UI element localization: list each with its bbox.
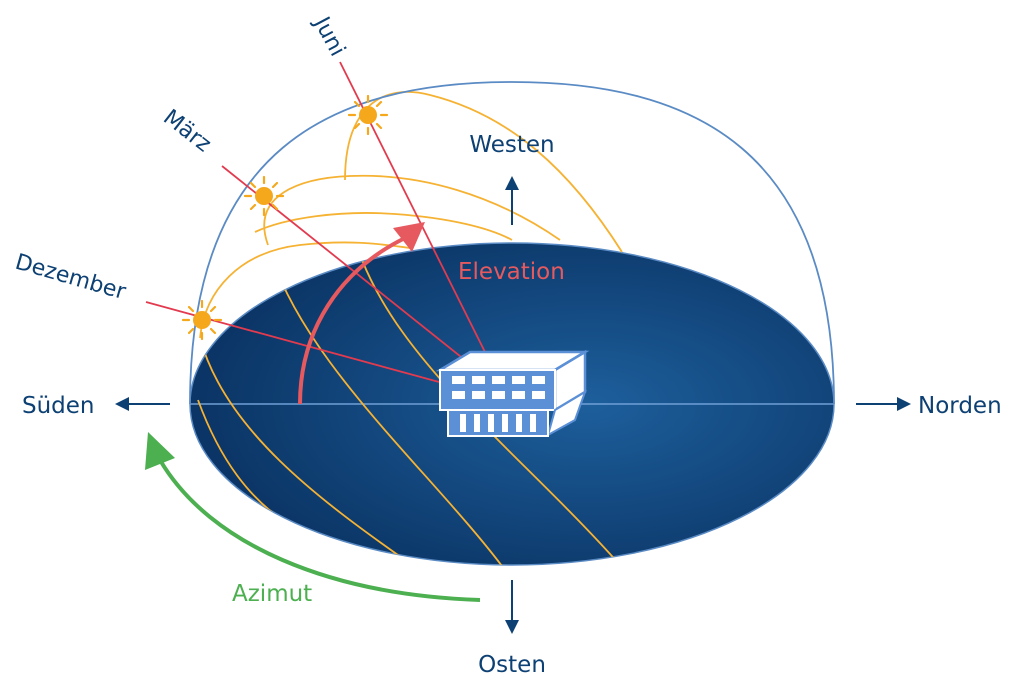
- sun-path-june-sky: [344, 91, 623, 253]
- arrow-icon-south: [115, 397, 170, 411]
- sun-path-december-sky-2: [254, 212, 513, 241]
- label-month-march: März: [158, 105, 215, 157]
- ray-march: [221, 165, 506, 393]
- label-east: Osten: [478, 652, 546, 678]
- sun-icons: [181, 94, 389, 341]
- building-icon: [435, 349, 590, 438]
- sun-path-december-ground: [199, 337, 406, 561]
- arrow-icon-north: [856, 397, 911, 411]
- label-elevation: Elevation: [458, 259, 565, 285]
- label-month-december: Dezember: [12, 250, 129, 306]
- sun-path-december-sky: [199, 241, 411, 339]
- elevation-arrow: [298, 222, 425, 405]
- azimuth-arrow: [145, 432, 481, 602]
- sun-icon-june: [347, 94, 389, 136]
- label-south: Süden: [22, 393, 95, 419]
- direction-arrows: [115, 176, 911, 634]
- sun-icon-march: [243, 175, 285, 217]
- arrow-icon-west: [505, 176, 519, 225]
- sun-icon-december: [181, 299, 223, 341]
- sky-dome: [189, 81, 835, 405]
- label-west: Westen: [469, 132, 554, 158]
- label-azimuth: Azimut: [232, 581, 312, 607]
- sun-path-march-ground: [267, 244, 506, 565]
- label-month-june: Juni: [308, 11, 350, 60]
- arrow-icon-east: [505, 580, 519, 634]
- label-north: Norden: [918, 393, 1002, 419]
